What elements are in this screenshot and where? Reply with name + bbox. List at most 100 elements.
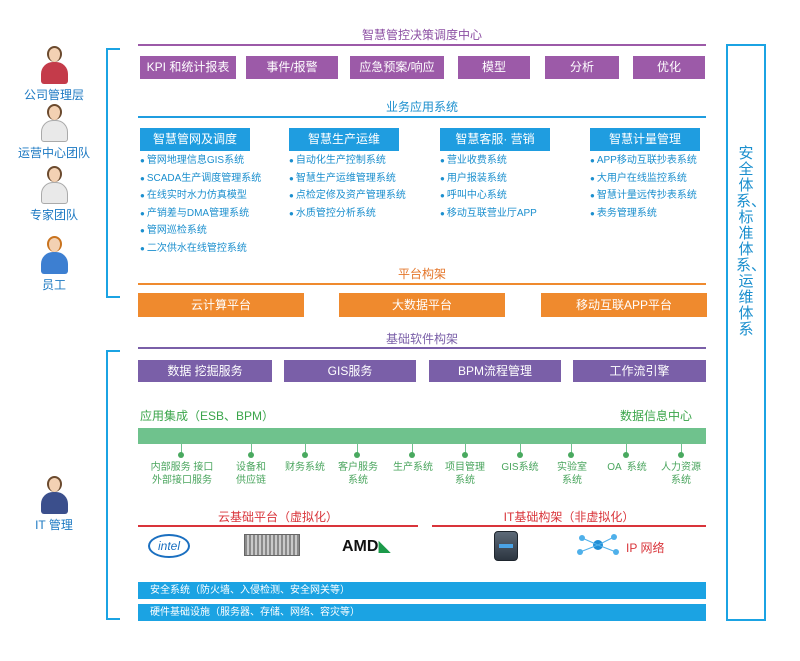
bus-tick — [357, 444, 358, 454]
left-connector-top-tick — [106, 48, 120, 50]
intel-logo: intel — [148, 534, 190, 558]
list-item: 表务管理系统 — [590, 205, 697, 223]
hardware-infra-bar: 硬件基础设施（服务器、存储、网络、容灾等） — [138, 604, 706, 621]
base-software-line — [138, 347, 706, 349]
network-graph-icon — [577, 534, 619, 555]
it-admin-icon — [39, 476, 69, 516]
list-item: 点检定修及资产管理系统 — [289, 187, 406, 205]
system-label: 实验室 系统 — [557, 462, 587, 486]
bus-dot — [302, 452, 308, 458]
list-item: 管网地理信息GIS系统 — [140, 152, 261, 170]
left-connector-bottom — [106, 350, 108, 620]
role-label: 专家团队 — [29, 208, 78, 222]
bus-dot — [178, 452, 184, 458]
manager-icon — [39, 46, 69, 86]
role-operations: 运营中心团队 — [8, 104, 100, 161]
gis-service-box[interactable]: GIS服务 — [284, 360, 416, 382]
datamining-box[interactable]: 数据 挖掘服务 — [138, 360, 272, 382]
system-label: 人力资源 系统 — [661, 462, 701, 486]
bpm-box[interactable]: BPM流程管理 — [429, 360, 561, 382]
role-it: IT 管理 — [12, 476, 96, 533]
list-item: 呼叫中心系统 — [440, 187, 537, 205]
side-system-box — [726, 44, 766, 621]
list-item: 管网巡检系统 — [140, 222, 261, 240]
cloud-platform-box[interactable]: 云计算平台 — [138, 293, 304, 317]
role-label: IT 管理 — [35, 518, 73, 532]
platform-line — [138, 283, 706, 285]
model-box[interactable]: 模型 — [458, 56, 530, 79]
list-item: 在线实时水力仿真模型 — [140, 187, 261, 205]
security-system-bar: 安全系统（防火墙、入侵检测、安全网关等） — [138, 582, 706, 599]
list-item: 用户报装系统 — [440, 170, 537, 188]
amd-logo: AMD◣ — [342, 536, 391, 556]
app-group-network[interactable]: 智慧管网及调度 — [140, 128, 250, 151]
app-group-metering[interactable]: 智慧计量管理 — [590, 128, 700, 151]
list-item: 大用户在线监控系统 — [590, 170, 697, 188]
base-software-title: 基础软件构架 — [385, 332, 458, 346]
app-list-network: 管网地理信息GIS系统 SCADA生产调度管理系统 在线实时水力仿真模型 产销差… — [140, 152, 261, 257]
system-label: GIS系统 — [501, 462, 539, 473]
list-item: SCADA生产调度管理系统 — [140, 170, 261, 188]
amd-arrow-icon: ◣ — [378, 538, 391, 555]
system-label: 设备和 供应链 — [236, 462, 266, 486]
left-connector-top — [106, 48, 108, 298]
list-item: 二次供水在线管控系统 — [140, 240, 261, 258]
network-icon — [574, 532, 622, 558]
cloud-infra-line — [138, 525, 418, 527]
role-label: 公司管理层 — [23, 88, 84, 102]
app-list-customer: 营业收费系统 用户报装系统 呼叫中心系统 移动互联营业厅APP — [440, 152, 537, 222]
integration-bus — [138, 428, 706, 444]
storage-icon — [494, 531, 518, 561]
list-item: 移动互联营业厅APP — [440, 205, 537, 223]
integration-right-label: 数据信息中心 — [620, 409, 693, 423]
storage-led — [499, 544, 513, 548]
list-item: 智慧生产运维管理系统 — [289, 170, 406, 188]
app-list-metering: APP移动互联抄表系统 大用户在线监控系统 智慧计量远传抄表系统 表务管理系统 — [590, 152, 697, 222]
bus-dot — [409, 452, 415, 458]
bus-dot — [623, 452, 629, 458]
analysis-box[interactable]: 分析 — [545, 56, 619, 79]
bus-tick — [520, 444, 521, 454]
bus-tick — [412, 444, 413, 454]
amd-logo-text: AMD — [342, 538, 379, 555]
decision-center-line — [138, 44, 706, 46]
staff-icon — [39, 236, 69, 276]
list-item: APP移动互联抄表系统 — [590, 152, 697, 170]
system-label: 财务系统 — [285, 462, 325, 473]
role-label: 运营中心团队 — [17, 146, 90, 160]
business-apps-line — [138, 116, 706, 118]
bus-dot — [248, 452, 254, 458]
bus-tick — [305, 444, 306, 454]
bus-dot — [462, 452, 468, 458]
app-list-production: 自动化生产控制系统 智慧生产运维管理系统 点检定修及资产管理系统 水质管控分析系… — [289, 152, 406, 222]
bus-tick — [681, 444, 682, 454]
bus-dot — [517, 452, 523, 458]
role-management: 公司管理层 — [12, 46, 96, 103]
bus-tick — [251, 444, 252, 454]
integration-left-label: 应用集成（ESB、BPM） — [140, 409, 275, 423]
bigdata-platform-box[interactable]: 大数据平台 — [339, 293, 505, 317]
left-connector-bottom-tick — [106, 350, 120, 352]
bus-dot — [354, 452, 360, 458]
system-label: 项目管理 系统 — [445, 462, 485, 486]
app-group-production[interactable]: 智慧生产运维 — [289, 128, 399, 151]
app-group-customer[interactable]: 智慧客服· 营销 — [440, 128, 550, 151]
event-alarm-box[interactable]: 事件/报警 — [246, 56, 338, 79]
mobile-platform-box[interactable]: 移动互联APP平台 — [541, 293, 707, 317]
workflow-box[interactable]: 工作流引擎 — [573, 360, 706, 382]
side-system-label: 安全体系、标准体系、运维体系 — [736, 145, 767, 338]
decision-center-title: 智慧管控决策调度中心 — [361, 28, 482, 42]
bus-tick — [571, 444, 572, 454]
list-item: 营业收费系统 — [440, 152, 537, 170]
bus-tick — [626, 444, 627, 454]
emergency-box[interactable]: 应急预案/响应 — [350, 56, 444, 79]
system-label: 内部服务 接口 外部接口服务 — [150, 462, 214, 486]
left-connector-bottom-tick-end — [106, 618, 120, 620]
system-label: 客户服务 系统 — [338, 462, 378, 486]
business-apps-title: 业务应用系统 — [385, 100, 458, 114]
kpi-box[interactable]: KPI 和统计报表 — [140, 56, 236, 79]
role-experts: 专家团队 — [12, 166, 96, 223]
optimize-box[interactable]: 优化 — [633, 56, 705, 79]
it-infra-line — [432, 525, 706, 527]
left-connector-top-tick-bottom — [106, 296, 120, 298]
